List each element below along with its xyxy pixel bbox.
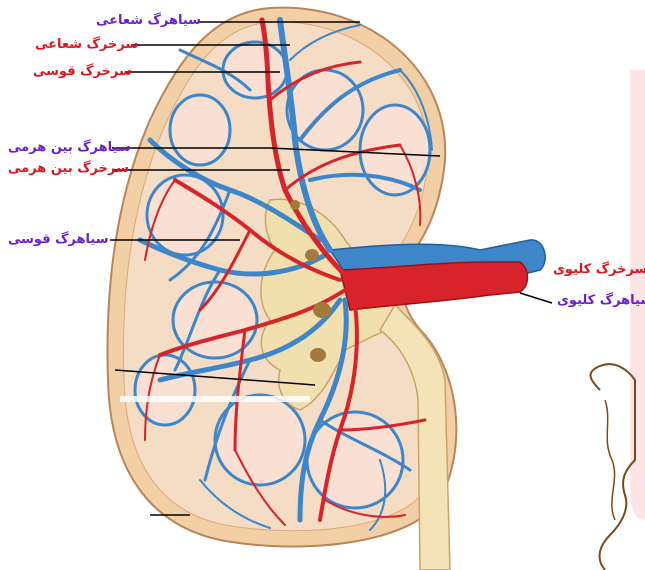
renal-artery-trunk	[340, 262, 528, 310]
label-radial-artery: سرخرگ شعاعی	[35, 37, 138, 53]
pyramid	[170, 95, 230, 165]
label-interlobar-artery: سرخرگ بین هرمی	[8, 161, 129, 177]
label-arcuate-artery: سرخرگ قوسی	[33, 64, 132, 80]
blank-strip	[120, 396, 310, 402]
label-interlobar-vein: سیاهرگ بین هرمی	[8, 140, 131, 156]
label-renal-artery: سرخرگ کلیوی	[553, 262, 645, 278]
pyramid	[223, 42, 287, 98]
label-renal-vein: سیاهرگ کلیوی	[557, 293, 645, 309]
ureter-spiral-inner	[605, 400, 615, 520]
pyramid	[135, 355, 195, 425]
label-radial-vein: سیاهرگ شعاعی	[96, 13, 201, 29]
label-arcuate-vein: سیاهرگ قوسی	[8, 232, 109, 248]
ureter-spiral-outline	[591, 364, 635, 570]
